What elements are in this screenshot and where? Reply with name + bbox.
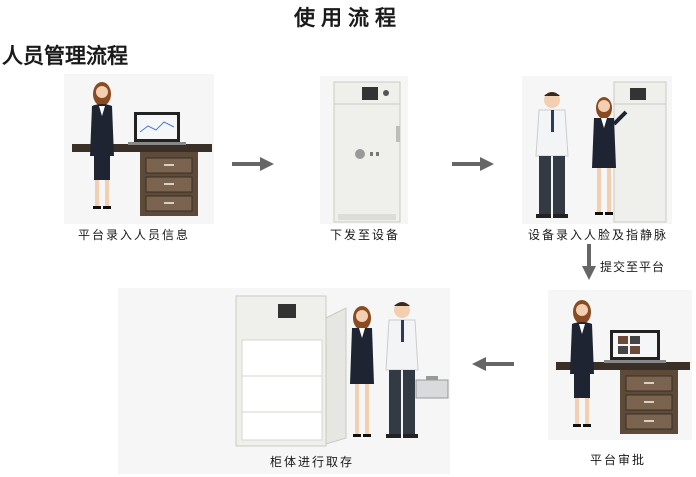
step1-label: 平台录入人员信息 xyxy=(78,228,191,242)
step5-label: 柜体进行取存 xyxy=(270,455,355,469)
submit-arrow-label: 提交至平台 xyxy=(600,260,666,274)
flow-arrow-left xyxy=(472,357,514,371)
flow-arrow-right-2 xyxy=(452,157,494,171)
process-subtitle: 人员管理流程 xyxy=(2,44,128,68)
step3-label: 设备录入人脸及指静脉 xyxy=(528,228,669,242)
step4-illustration xyxy=(548,290,692,440)
step4-label: 平台审批 xyxy=(590,453,647,467)
flow-arrow-down xyxy=(582,244,596,280)
step5-illustration xyxy=(118,288,450,474)
page-title: 使用流程 xyxy=(294,6,402,30)
step2-illustration xyxy=(320,76,408,224)
step3-illustration xyxy=(522,76,672,224)
flow-arrow-right-1 xyxy=(232,157,274,171)
step2-label: 下发至设备 xyxy=(330,228,401,242)
step1-illustration xyxy=(64,74,214,224)
